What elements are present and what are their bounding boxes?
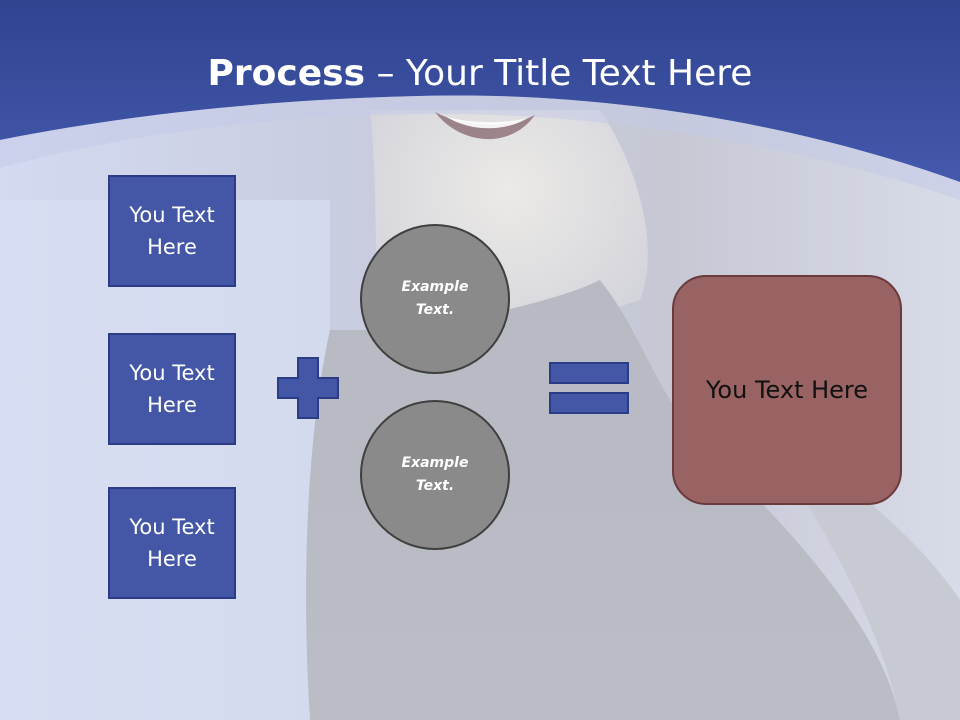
header-band	[0, 0, 960, 200]
circle-1-label: Example Text.	[401, 279, 469, 318]
left-box-3-label: You Text Here	[129, 515, 215, 571]
plus-icon	[277, 357, 339, 419]
left-box-2: You Text Here	[108, 333, 236, 445]
title-rest: – Your Title Text Here	[365, 53, 753, 94]
result-box: You Text Here	[672, 275, 902, 505]
left-box-2-label: You Text Here	[129, 361, 215, 417]
slide-title: Process – Your Title Text Here	[0, 50, 960, 98]
equals-icon	[549, 362, 629, 414]
left-box-1: You Text Here	[108, 175, 236, 287]
result-box-label: You Text Here	[705, 376, 869, 404]
circle-2-label: Example Text.	[401, 455, 469, 494]
left-box-1-label: You Text Here	[129, 203, 215, 259]
circle-1: Example Text.	[360, 224, 510, 374]
left-box-3: You Text Here	[108, 487, 236, 599]
title-bold: Process	[207, 53, 366, 94]
circle-2: Example Text.	[360, 400, 510, 550]
